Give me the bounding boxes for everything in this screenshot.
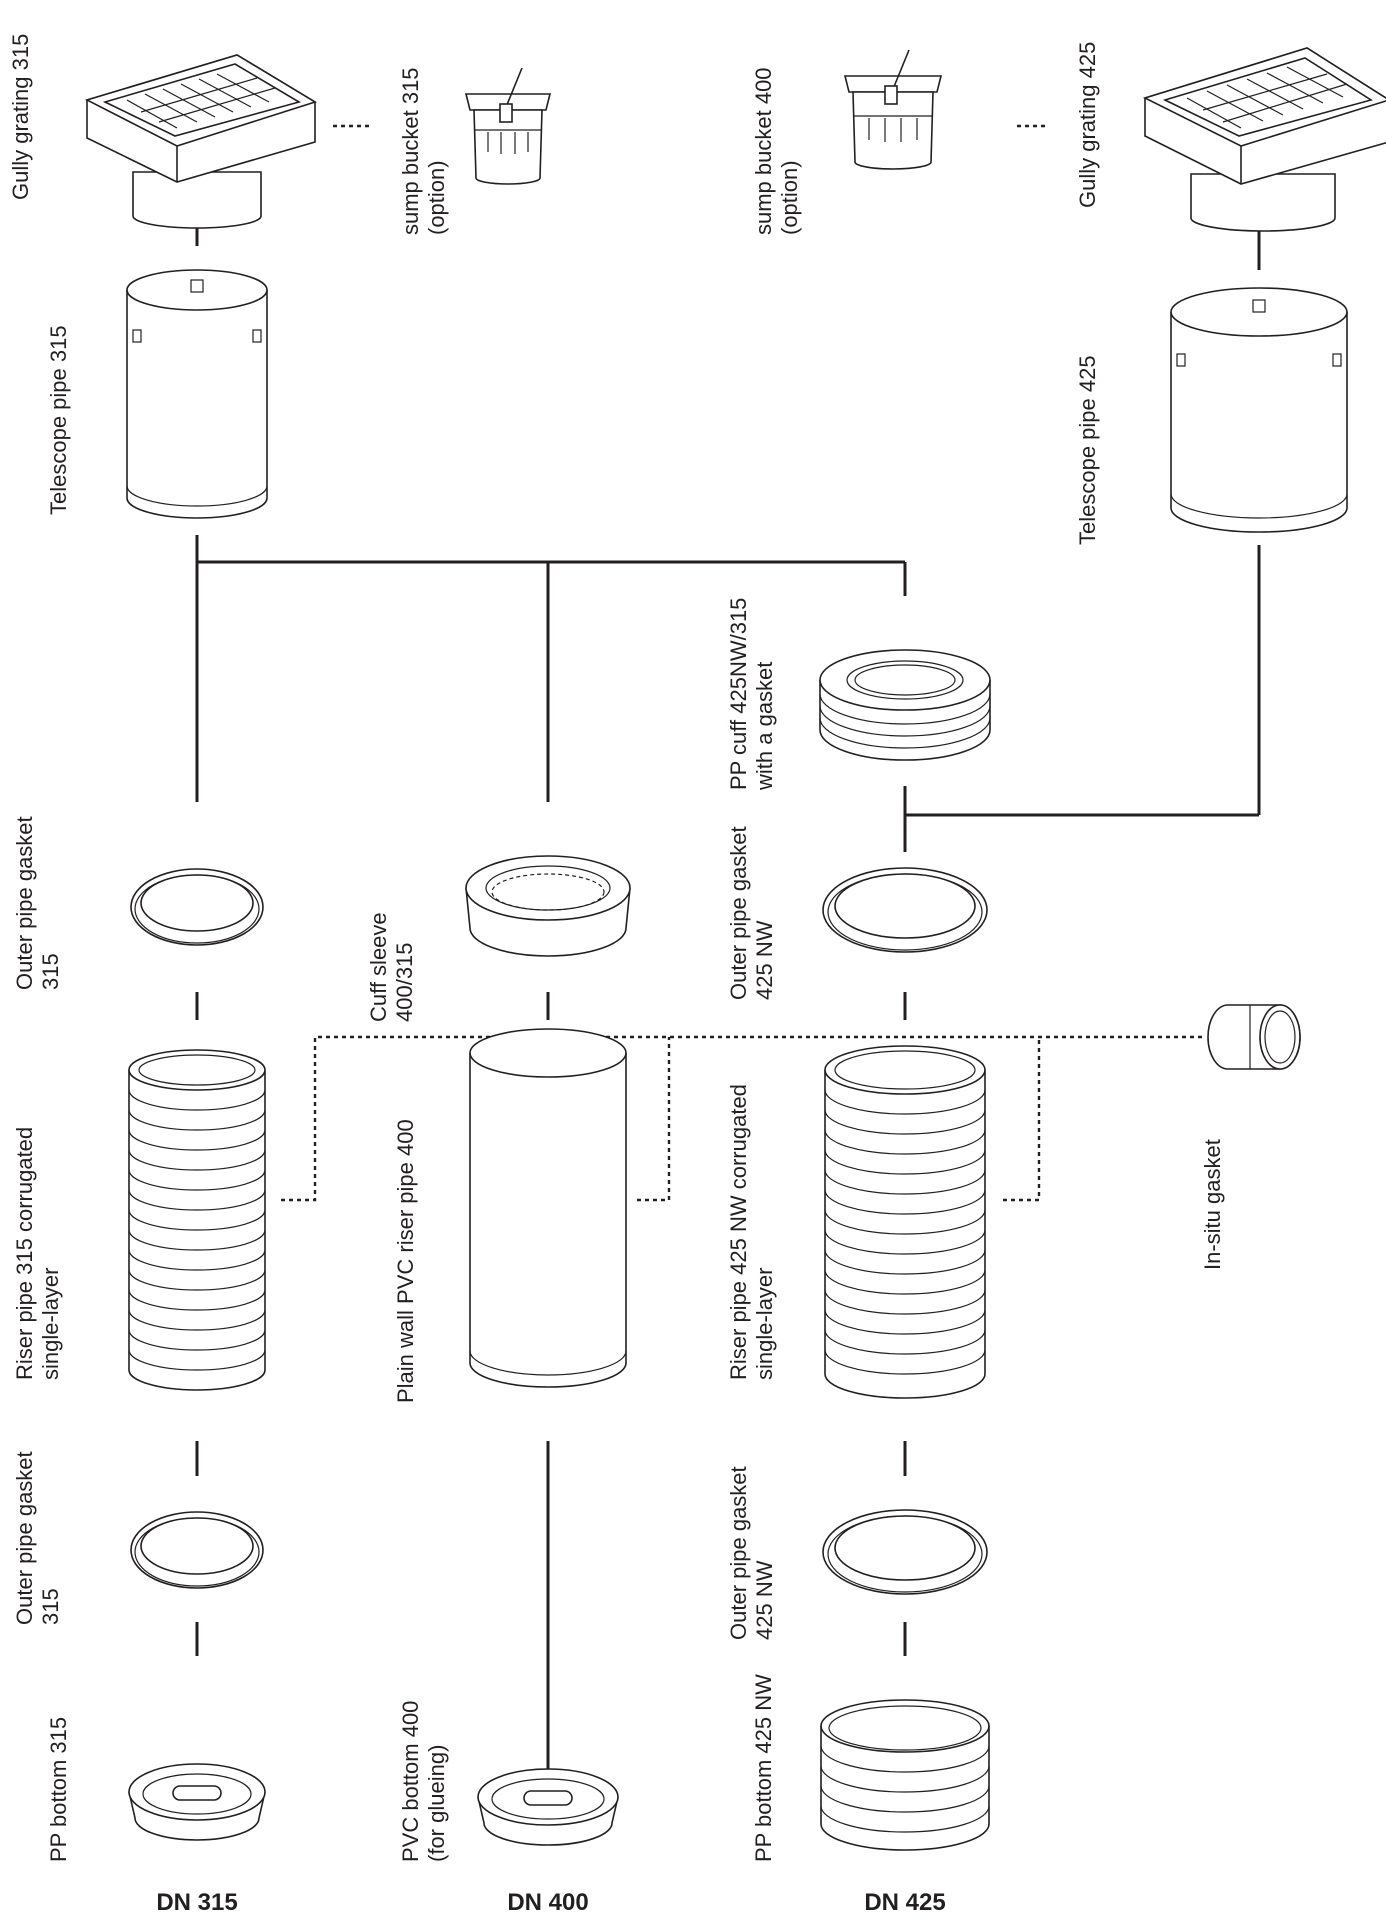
label-outer-gasket-425-bottom: Outer pipe gasket 425 NW	[726, 1460, 777, 1640]
label-sump-bucket-315: sump bucket 315 (option)	[398, 61, 449, 235]
column-label-dn425: DN 425	[864, 1889, 945, 1916]
sump-bucket-400-drawing	[843, 49, 943, 170]
label-gully-grating-315: Gully grating 315	[8, 34, 33, 200]
cuff-sleeve-drawing	[465, 855, 631, 957]
pp-cuff-drawing	[819, 649, 991, 761]
option-connector-lines	[281, 124, 1205, 1202]
riser-pipe-315-drawing	[128, 1049, 266, 1391]
label-cuff-sleeve: Cuff sleeve 400/315	[366, 906, 417, 1022]
telescope-pipe-425-drawing	[1170, 287, 1348, 533]
outer-gasket-425-bottom-drawing	[822, 1509, 988, 1595]
column-labels: DN 315 DN 400 DN 425	[156, 1889, 945, 1916]
riser-pipe-425-drawing	[824, 1045, 986, 1399]
label-outer-gasket-315-bottom: Outer pipe gasket 315	[12, 1445, 63, 1625]
sump-bucket-315-drawing	[464, 67, 552, 185]
label-pp-bottom-425: PP bottom 425 NW	[751, 1674, 776, 1862]
label-sump-bucket-400: sump bucket 400 (option)	[751, 61, 802, 235]
outer-gasket-315-bottom-drawing	[130, 1511, 264, 1589]
telescope-pipe-315-drawing	[126, 269, 268, 519]
pp-bottom-425-drawing	[820, 1699, 990, 1851]
in-situ-gasket-drawing	[1207, 1004, 1301, 1070]
column-label-dn400: DN 400	[507, 1889, 588, 1916]
label-plain-wall-pipe-400: Plain wall PVC riser pipe 400	[393, 1119, 418, 1403]
label-gully-grating-425: Gully grating 425	[1075, 42, 1100, 208]
gully-grating-315-drawing	[84, 54, 317, 229]
label-pp-bottom-315: PP bottom 315	[46, 1717, 71, 1862]
gully-grating-425-drawing	[1142, 47, 1386, 232]
label-telescope-pipe-425: Telescope pipe 425	[1075, 355, 1100, 545]
plain-wall-pipe-400-drawing	[469, 1028, 627, 1388]
pvc-bottom-400-drawing	[477, 1768, 619, 1846]
outer-gasket-315-top-drawing	[130, 868, 264, 946]
label-outer-gasket-425-top: Outer pipe gasket 425 NW	[726, 820, 777, 1000]
pp-bottom-315-drawing	[128, 1763, 266, 1841]
column-label-dn315: DN 315	[156, 1889, 237, 1916]
label-riser-pipe-315: Riser pipe 315 corrugated single-layer	[12, 1121, 63, 1380]
label-in-situ-gasket: In-situ gasket	[1200, 1139, 1225, 1270]
label-riser-pipe-425: Riser pipe 425 NW corrugated single-laye…	[726, 1078, 777, 1380]
label-telescope-pipe-315: Telescope pipe 315	[46, 325, 71, 515]
label-outer-gasket-315-top: Outer pipe gasket 315	[12, 810, 63, 990]
outer-gasket-425-top-drawing	[822, 867, 988, 953]
part-labels: Gully grating 315 sump bucket 315 (optio…	[8, 34, 1225, 1862]
label-pvc-bottom-400: PVC bottom 400 (for glueing)	[398, 1694, 449, 1862]
connector-lines	[195, 222, 1261, 1780]
label-pp-cuff: PP cuff 425NW/315 with a gasket	[726, 591, 777, 791]
